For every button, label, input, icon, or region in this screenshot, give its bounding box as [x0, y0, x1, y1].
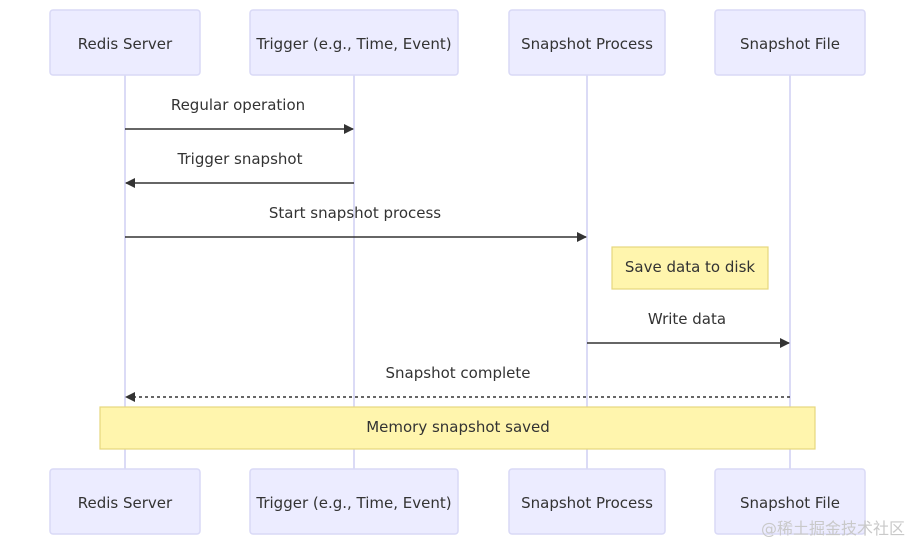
message-trigger-snapshot: Trigger snapshot [125, 150, 354, 188]
note-save-data-to-disk: Save data to disk [611, 246, 769, 290]
actor-bottom-snapshot-process-label: Snapshot Process [521, 494, 653, 512]
message-snapshot-complete-label: Snapshot complete [386, 364, 531, 382]
actor-bottom-trigger-label: Trigger (e.g., Time, Event) [255, 494, 451, 512]
actor-top-snapshot-file: Snapshot File [714, 9, 866, 76]
message-regular-operation: Regular operation [125, 96, 354, 134]
actor-bottom-snapshot-file-label: Snapshot File [740, 494, 840, 512]
actor-top-trigger-label: Trigger (e.g., Time, Event) [255, 35, 451, 53]
note-save-data-to-disk-label: Save data to disk [625, 258, 755, 276]
actor-bottom-snapshot-file: Snapshot File [714, 468, 866, 535]
note-memory-snapshot-saved: Memory snapshot saved [99, 406, 816, 450]
actor-bottom-redis-server: Redis Server [49, 468, 201, 535]
actor-top-snapshot-file-label: Snapshot File [740, 35, 840, 53]
actor-bottom-trigger: Trigger (e.g., Time, Event) [249, 468, 459, 535]
message-trigger-snapshot-label: Trigger snapshot [177, 150, 303, 168]
actor-top-redis-server-label: Redis Server [78, 35, 173, 53]
message-regular-operation-label: Regular operation [171, 96, 305, 114]
message-snapshot-complete: Snapshot complete [125, 364, 790, 402]
actor-top-snapshot-process-label: Snapshot Process [521, 35, 653, 53]
actor-top-redis-server: Redis Server [49, 9, 201, 76]
actor-top-snapshot-process: Snapshot Process [508, 9, 666, 76]
message-write-data: Write data [587, 310, 790, 348]
actor-bottom-redis-server-label: Redis Server [78, 494, 173, 512]
message-start-snapshot-process: Start snapshot process [125, 204, 587, 242]
actor-bottom-snapshot-process: Snapshot Process [508, 468, 666, 535]
message-write-data-label: Write data [648, 310, 726, 328]
watermark: @稀土掘金技术社区 [760, 519, 905, 538]
actor-top-trigger: Trigger (e.g., Time, Event) [249, 9, 459, 76]
note-memory-snapshot-saved-label: Memory snapshot saved [366, 418, 550, 436]
message-start-snapshot-process-label: Start snapshot process [269, 204, 441, 222]
